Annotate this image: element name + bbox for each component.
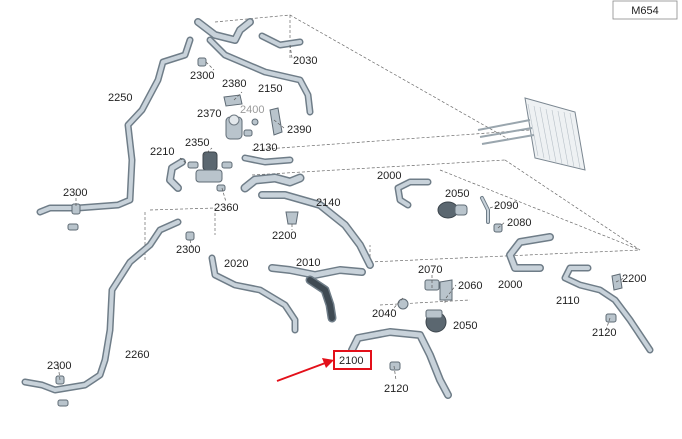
label-2080[interactable]: 2080: [507, 217, 531, 229]
valve-2370: [225, 114, 253, 140]
label-2350[interactable]: 2350: [185, 137, 209, 149]
clamp-2300-top: [197, 57, 207, 67]
label-2200-right[interactable]: 2200: [622, 273, 646, 285]
label-2300-mid[interactable]: 2300: [176, 244, 200, 256]
label-2300-left[interactable]: 2300: [63, 187, 87, 199]
clamp-2400: [251, 118, 259, 126]
hose-2100: [348, 328, 452, 399]
label-2260[interactable]: 2260: [125, 349, 149, 361]
pump-2050-b: [425, 309, 447, 333]
hose-2000-upper: [394, 178, 432, 209]
clamp-2300-mid: [185, 231, 195, 241]
assembly-boundary: [144, 14, 641, 306]
part-labels: 2300 2380 2150 2030 2250 2370 2400 2390 …: [47, 55, 646, 395]
label-2040[interactable]: 2040: [372, 308, 396, 320]
clamp-2040: [397, 298, 409, 310]
highlight-arrow: [276, 358, 334, 382]
label-2360[interactable]: 2360: [214, 202, 238, 214]
label-2100-highlighted[interactable]: 2100: [339, 355, 363, 367]
hose-2020: [208, 254, 299, 334]
hose-2090: [480, 196, 490, 224]
label-2020[interactable]: 2020: [224, 258, 248, 270]
label-2300-bottom[interactable]: 2300: [47, 360, 71, 372]
label-2120-bottom[interactable]: 2120: [384, 383, 408, 395]
label-2090[interactable]: 2090: [494, 200, 518, 212]
diagram-code-badge: M654: [612, 0, 678, 20]
bracket-2200-a: [285, 211, 299, 225]
pump-2050-a: [437, 201, 468, 219]
hose-2210: [166, 158, 186, 192]
hose-2130: [241, 154, 294, 166]
label-2060[interactable]: 2060: [458, 280, 482, 292]
label-2070[interactable]: 2070: [418, 264, 442, 276]
leader-lines: [57, 44, 625, 381]
bracket-2200-b: [611, 273, 623, 291]
label-2000-lower[interactable]: 2000: [498, 279, 522, 291]
valve-2350: [187, 151, 233, 183]
hose-2010: [268, 264, 366, 323]
label-2370[interactable]: 2370: [197, 108, 221, 120]
clamp-2300-left: [67, 203, 81, 231]
label-2200-left[interactable]: 2200: [272, 230, 296, 242]
label-2250[interactable]: 2250: [108, 92, 132, 104]
label-2130[interactable]: 2130: [253, 142, 277, 154]
hose-2260: [21, 218, 182, 394]
label-2000-upper[interactable]: 2000: [377, 170, 401, 182]
label-2140[interactable]: 2140: [316, 197, 340, 209]
label-2120-right[interactable]: 2120: [592, 327, 616, 339]
label-2390[interactable]: 2390: [287, 124, 311, 136]
label-2400[interactable]: 2400: [240, 104, 264, 116]
hose-2140: [240, 173, 374, 269]
label-2050-upper[interactable]: 2050: [445, 188, 469, 200]
clamp-2120-right: [605, 313, 617, 323]
highlight-box-2100: [333, 350, 372, 370]
hose-2000-lower: [506, 233, 554, 272]
radiator: [477, 97, 586, 171]
label-2380[interactable]: 2380: [222, 78, 246, 90]
label-2150[interactable]: 2150: [258, 83, 282, 95]
hose-2030-top: [194, 18, 314, 116]
label-2010[interactable]: 2010: [296, 257, 320, 269]
clamp-2120-bottom: [389, 361, 401, 371]
label-2210[interactable]: 2210: [150, 146, 174, 158]
label-2050-lower[interactable]: 2050: [453, 320, 477, 332]
clamp-2360: [216, 184, 226, 192]
hose-2110: [561, 264, 654, 354]
diagram-code: M654: [631, 5, 659, 17]
bracket-2060: [439, 279, 453, 301]
bracket-2380: [223, 94, 243, 107]
label-2300-top[interactable]: 2300: [190, 70, 214, 82]
label-2030[interactable]: 2030: [293, 55, 317, 67]
label-2110[interactable]: 2110: [556, 295, 580, 307]
